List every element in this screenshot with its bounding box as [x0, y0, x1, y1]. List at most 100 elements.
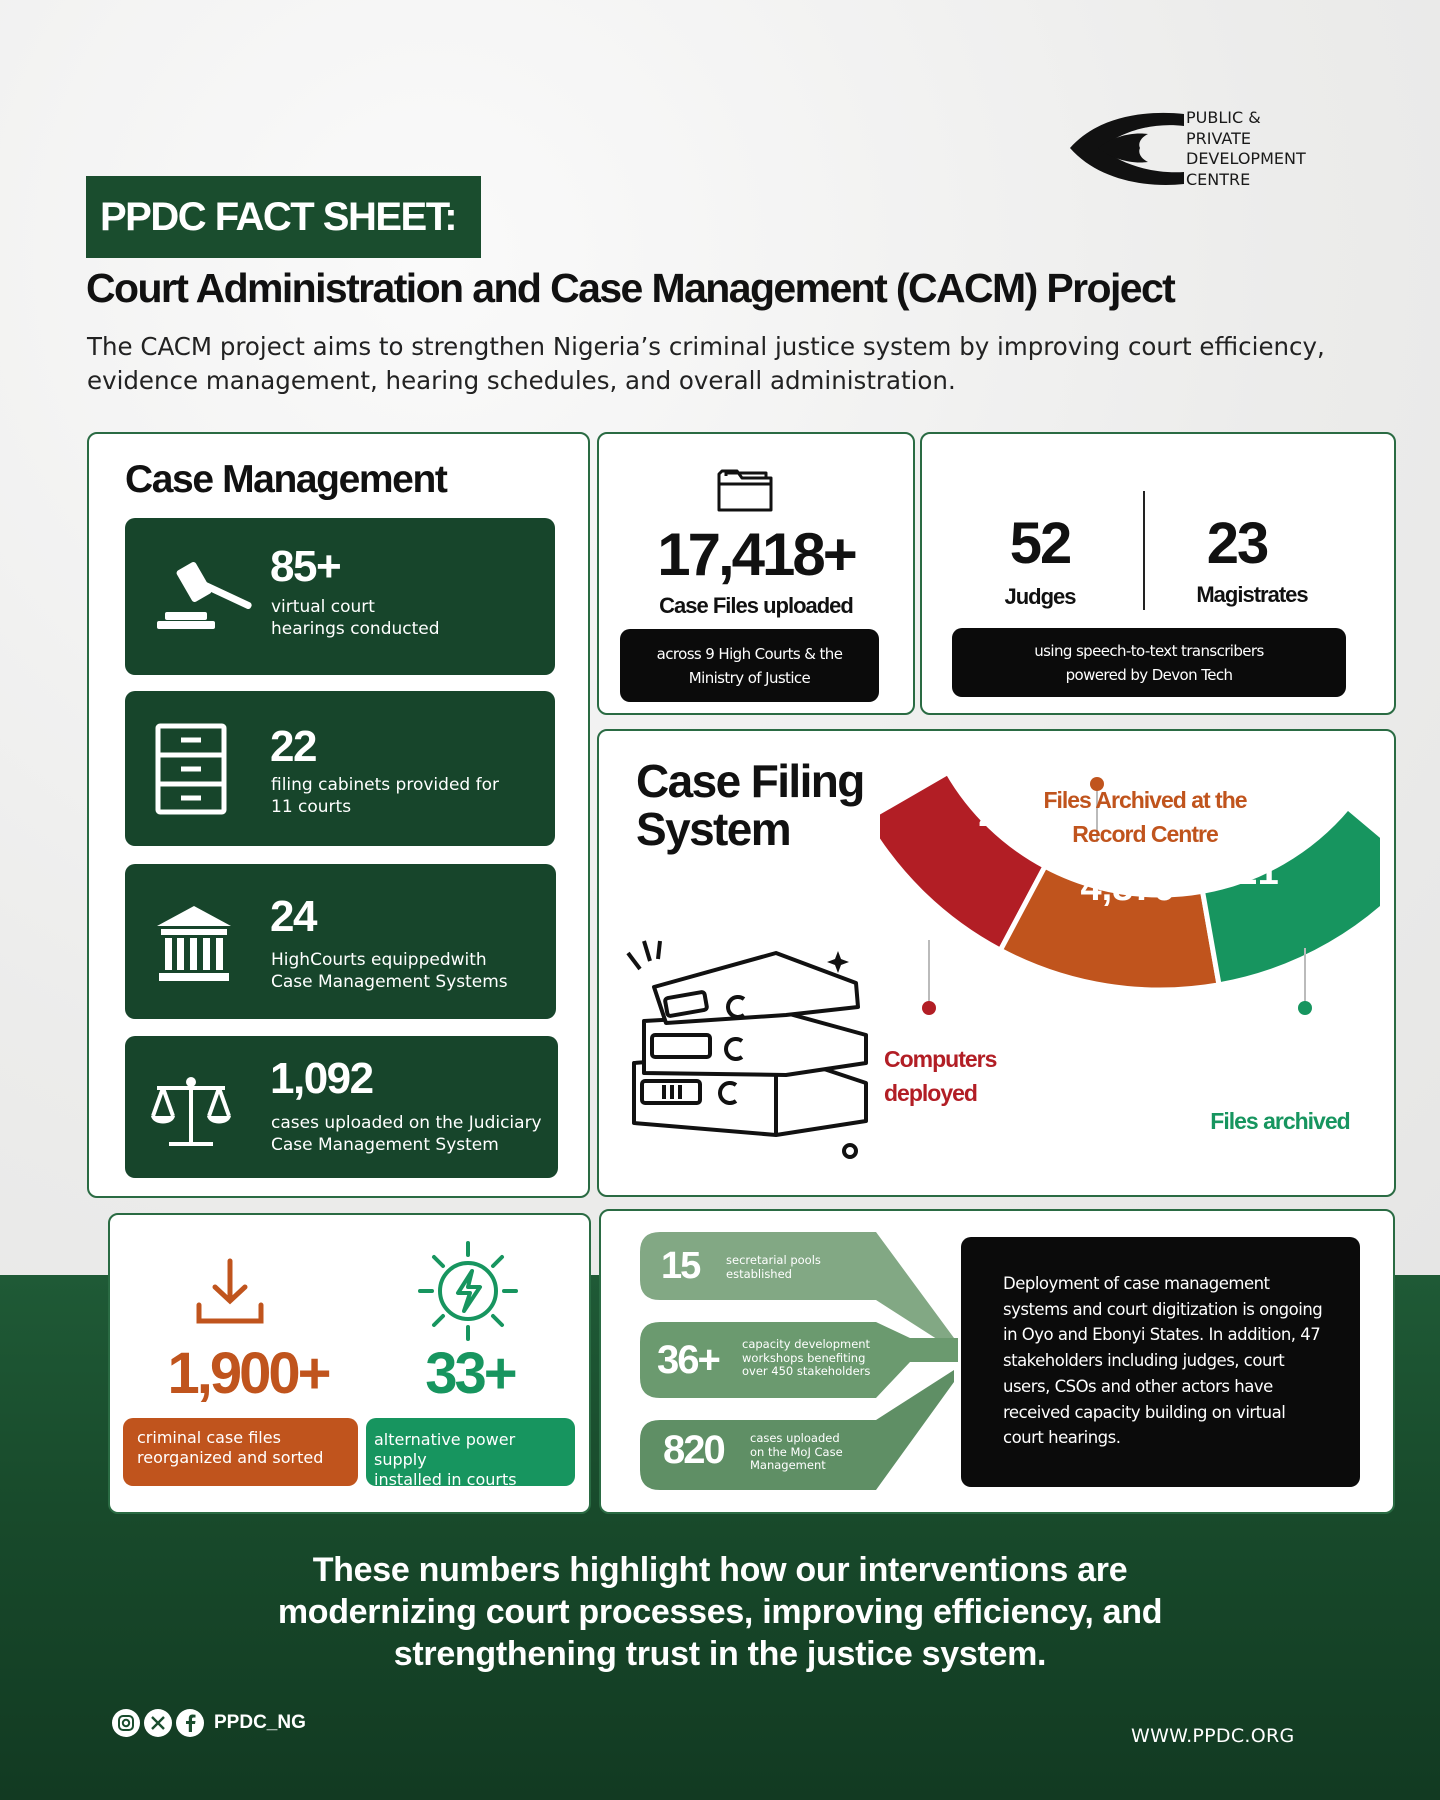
note-line: across 9 High Courts & the [656, 644, 843, 663]
power-bolt-icon [418, 1241, 518, 1341]
subtitle-line: The CACM project aims to strengthen Nige… [87, 332, 1325, 361]
note-line: court hearings. [1003, 1428, 1121, 1448]
label-line: Management [750, 1458, 826, 1472]
arc-segment [1199, 803, 1380, 988]
label-line: Computers [884, 1046, 997, 1072]
label-line: criminal case files [137, 1428, 281, 1447]
scales-icon [151, 1077, 231, 1146]
label-line: capacity development [742, 1337, 871, 1351]
closing-line: strengthening trust in the justice syste… [393, 1635, 1047, 1673]
case-filing-title: Case Filing System [636, 755, 865, 855]
page-subtitle: The CACM project aims to strengthen Nige… [87, 330, 1377, 398]
note-line: stakeholders including judges, court [1003, 1351, 1285, 1371]
logo-line: DEVELOPMENT [1186, 149, 1306, 168]
subtitle-line: evidence management, hearing schedules, … [87, 366, 956, 395]
note-line: systems and court digitization is ongoin… [1003, 1299, 1323, 1319]
personnel-note: using speech-to-text transcribers powere… [952, 628, 1346, 697]
stat-description-line: cases uploaded on the Judiciary [271, 1113, 542, 1133]
funnel-shapes [640, 1232, 958, 1490]
deployment-note: Deployment of case management systems an… [961, 1237, 1360, 1487]
label-line: reorganized and sorted [137, 1448, 324, 1467]
label-line: established [726, 1266, 792, 1281]
note-line: Deployment of case management [1003, 1274, 1270, 1293]
fact-sheet-badge-label: PPDC FACT SHEET: [100, 194, 458, 239]
moj-cases-value: 820 [663, 1428, 726, 1472]
stat-value: 1,092 [270, 1054, 374, 1103]
judges-label: Judges [1004, 584, 1076, 609]
magistrates-value: 23 [1206, 511, 1270, 576]
stat-description-line: HighCourts equippedwith [271, 950, 487, 970]
closing-line: These numbers highlight how our interven… [312, 1551, 1128, 1589]
power-supply-label: alternative power supply installed in co… [366, 1418, 575, 1489]
segment-label-files-archived: Files archived [1210, 1108, 1350, 1134]
eye-logo-icon [1070, 112, 1184, 185]
label-line: Record Centre [1072, 821, 1218, 847]
social-handle[interactable]: PPDC_NG [214, 1712, 306, 1733]
stat-description-line: Case Management System [271, 1135, 499, 1155]
leader-dot [1298, 1001, 1312, 1015]
note-line: in Oyo and Ebonyi States. In addition, 4… [1003, 1325, 1321, 1345]
case-management-title: Case Management [125, 458, 448, 501]
stat-value: 22 [270, 722, 317, 771]
stat-description-line: hearings conducted [271, 619, 440, 639]
note-line: powered by Devon Tech [1065, 665, 1233, 684]
case-files-reorganized-label: criminal case files reorganized and sort… [123, 1418, 358, 1486]
folder-icon [717, 469, 773, 512]
moj-cases-label: cases uploaded on the MoJ Case Managemen… [750, 1431, 870, 1473]
stat-description: virtual court hearings conducted [271, 596, 531, 640]
label-line: workshops benefiting [742, 1350, 866, 1365]
logo-text: PUBLIC & PRIVATE DEVELOPMENT CENTRE [1186, 108, 1346, 190]
label-line: on the MoJ Case [750, 1444, 843, 1459]
fact-sheet-badge: PPDC FACT SHEET: [86, 176, 481, 258]
stat-description-line: filing cabinets provided for [271, 775, 499, 795]
workshops-value: 36+ [657, 1338, 721, 1382]
arc-segment-value: 249 [978, 793, 1041, 835]
stat-description: HighCourts equippedwith Case Management … [271, 949, 551, 993]
label-line: deployed [884, 1080, 978, 1106]
secretarial-pools-label: secretarial pools established [726, 1253, 846, 1281]
secretarial-pools-value: 15 [661, 1245, 701, 1287]
workshops-label: capacity development workshops benefitin… [742, 1337, 882, 1379]
label-line: secretarial pools [726, 1253, 821, 1267]
facebook-icon[interactable] [176, 1709, 204, 1737]
instagram-icon[interactable] [112, 1709, 140, 1737]
title-line: Case Filing [636, 755, 865, 807]
stat-description-line: 11 courts [271, 797, 352, 817]
segment-label-archived-record-centre: Files Archived at the Record Centre [1010, 783, 1280, 851]
leader-dot [1090, 777, 1104, 791]
note-line: using speech-to-text transcribers [1034, 641, 1264, 660]
x-icon[interactable] [144, 1709, 172, 1737]
courthouse-icon [157, 906, 231, 981]
stat-value: 24 [270, 892, 317, 941]
power-supply-value: 33+ [425, 1341, 517, 1406]
label-line: alternative power supply [374, 1430, 516, 1469]
title-line: System [636, 803, 792, 855]
label-line: cases uploaded [750, 1431, 840, 1445]
logo-line: CENTRE [1186, 169, 1251, 189]
leader-dot [922, 1001, 936, 1015]
stat-tile-virtual-hearings: 85+ virtual court hearings conducted [125, 518, 555, 675]
label-line: over 450 stakeholders [742, 1364, 871, 1378]
magistrates-label: Magistrates [1196, 582, 1308, 607]
closing-statement: These numbers highlight how our interven… [200, 1549, 1240, 1675]
filing-cabinet-icon [155, 723, 227, 815]
judges-value: 52 [1009, 511, 1073, 576]
arc-segment-value: 621 [1215, 851, 1278, 893]
stat-description-line: virtual court [271, 597, 375, 617]
case-files-note: across 9 High Courts & the Ministry of J… [620, 629, 879, 702]
note-line: received capacity building on virtual [1003, 1402, 1286, 1422]
gavel-icon [157, 562, 252, 629]
social-handles: PPDC_NG [112, 1709, 306, 1737]
case-files-value: 17,418+ [657, 521, 858, 588]
stat-description: filing cabinets provided for 11 courts [271, 774, 531, 818]
note-line: Ministry of Justice [688, 668, 811, 687]
binders-stack-icon [626, 940, 868, 1159]
label-line: installed in courts [374, 1470, 517, 1489]
case-files-reorganized-value: 1,900+ [167, 1341, 331, 1406]
case-files-label: Case Files uploaded [659, 593, 854, 618]
note-line: users, CSOs and other actors have [1003, 1376, 1273, 1396]
stat-description: cases uploaded on the Judiciary Case Man… [271, 1112, 556, 1156]
logo-line: PUBLIC & [1186, 108, 1261, 127]
website-link[interactable]: WWW.PPDC.ORG [1131, 1725, 1295, 1747]
